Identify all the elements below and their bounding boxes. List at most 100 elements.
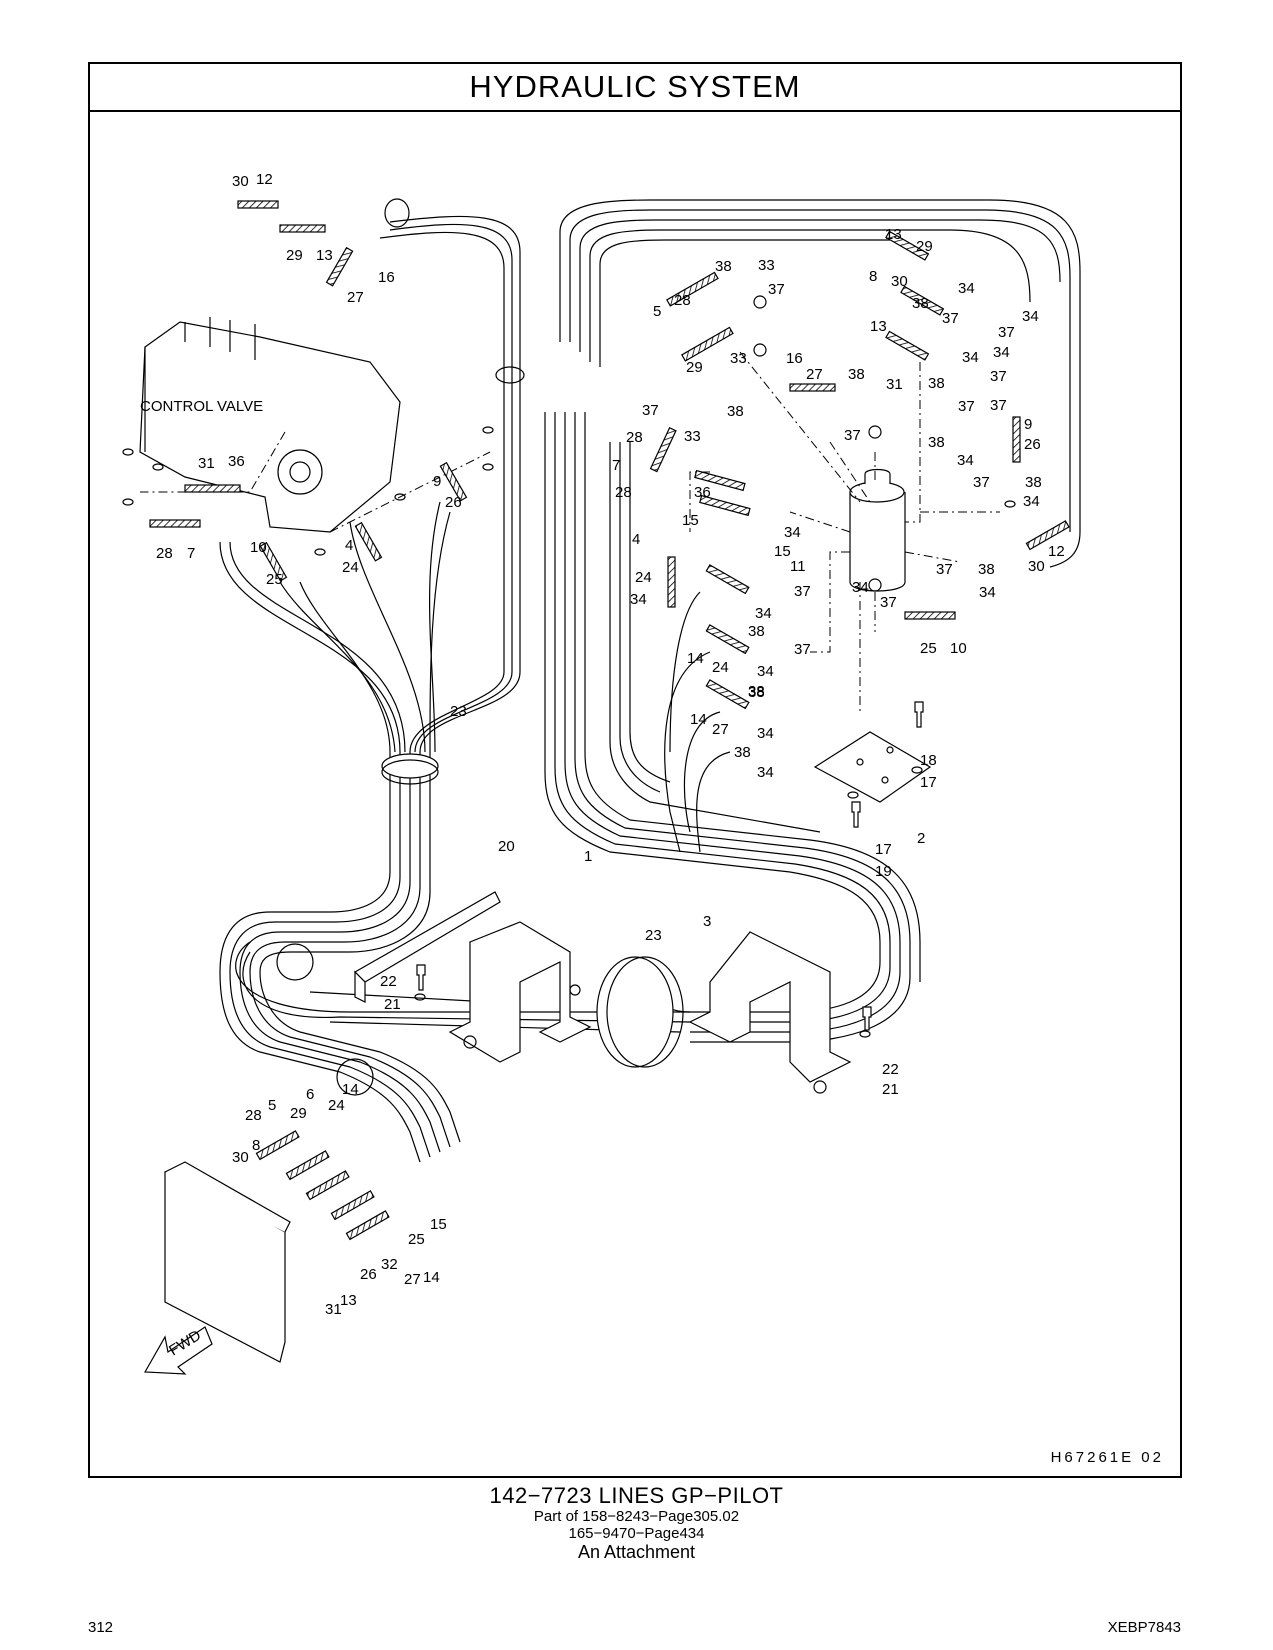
- callout: 7: [612, 457, 620, 474]
- callout: 25: [266, 571, 283, 588]
- callout: 25: [920, 640, 937, 657]
- page-title: HYDRAULIC SYSTEM: [469, 69, 801, 104]
- callout: 10: [950, 640, 967, 657]
- bolts: [416, 701, 924, 1031]
- callout: 37: [794, 583, 811, 600]
- callout: 16: [786, 350, 803, 367]
- callout: 37: [973, 474, 990, 491]
- callout: 38: [748, 683, 765, 700]
- caption-part-of: Part of 158−8243−Page305.02: [533, 1508, 740, 1525]
- callout: 13: [316, 247, 333, 264]
- callout: 21: [384, 996, 401, 1013]
- callout: 23: [450, 703, 467, 720]
- callout: 21: [882, 1081, 899, 1098]
- callout: 20: [498, 838, 515, 855]
- callout: 8: [869, 268, 877, 285]
- callout: 28: [674, 292, 691, 309]
- plate-2: [813, 731, 932, 803]
- manifold-11: [849, 468, 906, 592]
- callout: 38: [715, 258, 732, 275]
- callout: 34: [957, 452, 974, 469]
- callout: 34: [958, 280, 975, 297]
- callout: 33: [684, 428, 701, 445]
- callout: 8: [252, 1137, 260, 1154]
- callout: 1: [584, 848, 592, 865]
- callout-labels: 30 12 29 13 16 27 31 36 28 7 10 25 4 24 …: [156, 171, 1065, 1318]
- callout: 14: [342, 1081, 359, 1098]
- callout: 36: [694, 484, 711, 501]
- callout: 27: [404, 1271, 421, 1288]
- callout: 30: [232, 173, 249, 190]
- hose-fittings: [149, 200, 1070, 1241]
- callout: 34: [979, 584, 996, 601]
- callout: 15: [682, 512, 699, 529]
- callout: 34: [1022, 308, 1039, 325]
- callout: 27: [806, 366, 823, 383]
- o-rings: [122, 295, 1016, 1038]
- callout: 27: [347, 289, 364, 306]
- drawing-frame: HYDRAULIC SYSTEM: [88, 62, 1182, 1478]
- callout: 3: [703, 913, 711, 930]
- callout: 9: [433, 473, 441, 490]
- callout: 10: [250, 539, 267, 556]
- control-valve: CONTROL VALVE: [139, 317, 401, 533]
- bracket-1: [448, 921, 592, 1063]
- callout: 33: [758, 257, 775, 274]
- bracket-20: [354, 891, 501, 1003]
- callout: 2: [917, 830, 925, 847]
- callout: 32: [381, 1256, 398, 1273]
- callout: 34: [757, 663, 774, 680]
- callout: 14: [423, 1269, 440, 1286]
- caption-ref: 165−9470−Page434: [568, 1525, 705, 1542]
- callout: 34: [784, 524, 801, 541]
- callout: 24: [712, 659, 729, 676]
- callout: 9: [1024, 416, 1032, 433]
- callout: 29: [290, 1105, 307, 1122]
- title-bar: HYDRAULIC SYSTEM: [90, 64, 1180, 112]
- fwd-arrow: FWD: [143, 1326, 213, 1375]
- callout: 38: [1025, 474, 1042, 491]
- drawing-code: H67261E 02: [1050, 1449, 1164, 1466]
- callout: 31: [886, 376, 903, 393]
- callout: 24: [328, 1097, 345, 1114]
- callout: 34: [757, 764, 774, 781]
- callout: 15: [430, 1216, 447, 1233]
- callout: 28: [156, 545, 173, 562]
- clamp-small-1: [276, 943, 314, 981]
- callout: 38: [734, 744, 751, 761]
- callout: 34: [630, 591, 647, 608]
- callout: 38: [727, 403, 744, 420]
- callout: 37: [936, 561, 953, 578]
- callout: 37: [844, 427, 861, 444]
- callout: 17: [920, 774, 937, 791]
- callout: 26: [445, 494, 462, 511]
- callout: 6: [306, 1086, 314, 1103]
- bracket-3: [688, 931, 852, 1094]
- callout: 27: [712, 721, 729, 738]
- callout: 14: [687, 650, 704, 667]
- callout: 37: [768, 281, 785, 298]
- callout: 23: [645, 927, 662, 944]
- callout: 31: [198, 455, 215, 472]
- callout: 37: [990, 368, 1007, 385]
- callout: 37: [942, 310, 959, 327]
- callout: 37: [642, 402, 659, 419]
- clamp-lower: [596, 956, 684, 1068]
- callout: 26: [1024, 436, 1041, 453]
- callout: 7: [187, 545, 195, 562]
- callout: 29: [686, 359, 703, 376]
- callout: 34: [852, 579, 869, 596]
- clamp-small-2: [336, 1058, 374, 1096]
- callout: 38: [978, 561, 995, 578]
- callout: 36: [228, 453, 245, 470]
- callout: 22: [882, 1061, 899, 1078]
- callout: 28: [626, 429, 643, 446]
- callout: 29: [916, 238, 933, 255]
- callout: 25: [408, 1231, 425, 1248]
- callout: 38: [912, 295, 929, 312]
- callout: 4: [345, 537, 353, 554]
- callout: 38: [928, 434, 945, 451]
- callout: 4: [632, 531, 640, 548]
- front-hose-block: [164, 1161, 291, 1363]
- callout: 30: [891, 273, 908, 290]
